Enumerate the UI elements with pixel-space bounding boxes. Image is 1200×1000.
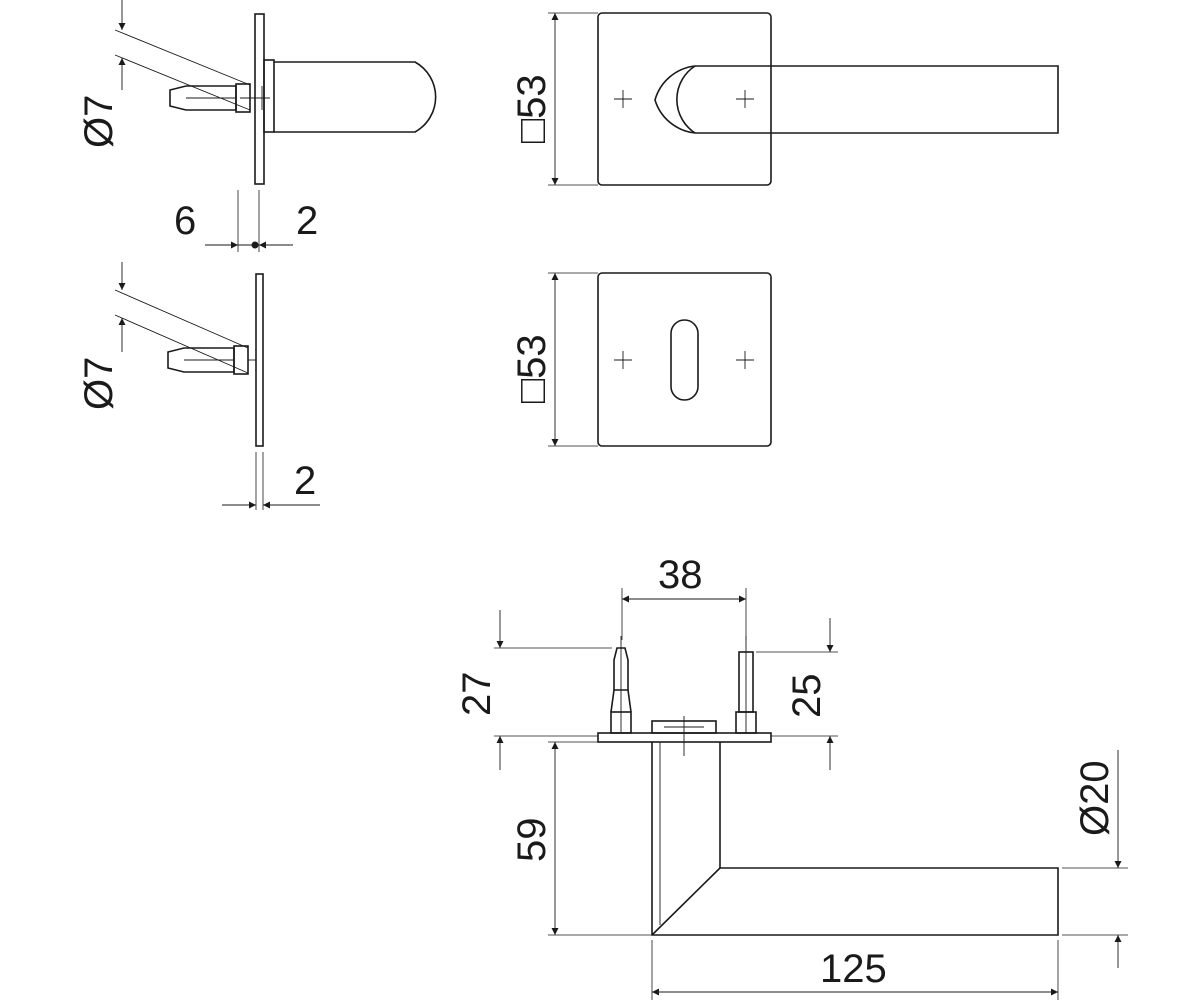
dimension-point [251,241,259,249]
dim-27: 27 [455,672,499,717]
dim-25: 25 [785,674,829,719]
fixing-pin-middle [167,345,256,375]
dim-d20: Ø20 [1073,760,1117,836]
escutcheon-plate-side [255,273,264,447]
dim-2-top: 2 [296,199,318,243]
front-view-escutcheon: □53 [510,272,772,447]
dim-6: 6 [174,199,196,243]
fixing-post-right [735,636,757,734]
fixing-post-left [610,636,632,734]
top-view-lever: 38 27 25 59 Ø20 125 [455,553,1128,1000]
dim-d7-top: Ø7 [77,95,121,148]
front-view-lever-rose: □53 [510,12,1059,186]
square-rose-front [597,12,772,186]
dim-125: 125 [820,947,887,991]
dim-38: 38 [658,553,703,597]
dim-d7-middle: Ø7 [77,357,121,410]
lever-front [695,65,1059,134]
dim-sq53-bottom: □53 [510,334,554,403]
dim-sq53-top: □53 [510,74,554,143]
rose-plate-side [254,13,265,185]
lever-profile [274,61,437,133]
side-view-escutcheon: Ø7 2 [77,262,320,510]
square-escutcheon-front [597,272,772,447]
dim-2-bottom: 2 [294,459,316,503]
dim-59: 59 [510,818,554,863]
fixing-pin-top [169,83,270,113]
keyhole [670,319,699,401]
side-view-lever-rose: Ø7 6 2 [77,0,437,252]
rose-plate-top [597,732,772,743]
lever-top-profile [651,742,1059,936]
